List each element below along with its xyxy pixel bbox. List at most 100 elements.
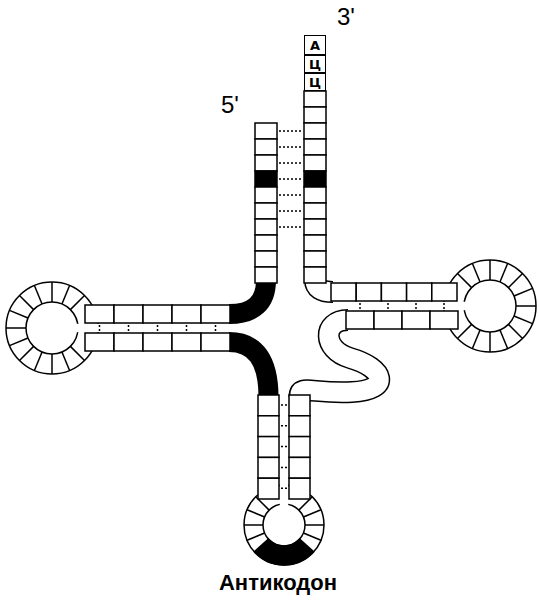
hydrogen-bond: [359, 303, 361, 309]
nucleotide-cell: [255, 155, 277, 171]
nucleotide-box: Ц: [304, 55, 326, 73]
loop-divider: [247, 533, 265, 540]
hydrogen-bond: [279, 162, 302, 164]
loop-divider: [244, 524, 263, 526]
nucleotide-cell: [255, 139, 277, 155]
nucleotide-cell: [304, 171, 326, 187]
loop-divider: [51, 282, 53, 302]
loop-divider: [283, 546, 285, 565]
nucleotide-cell: [346, 311, 374, 329]
loop-divider: [299, 540, 312, 553]
hydrogen-bond: [279, 210, 302, 212]
nucleotide-cell: [143, 333, 172, 351]
loop-divider: [457, 273, 471, 287]
nucleotide-cell: [304, 139, 326, 155]
nucleotide-cell: [289, 457, 310, 478]
nucleotide-cell: [258, 437, 279, 458]
loop-divider: [70, 346, 84, 360]
nucleotide-cell: [407, 283, 432, 301]
hydrogen-bond: [443, 303, 445, 309]
nucleotide-cell: [304, 91, 326, 107]
nucleotide-cell: [255, 171, 277, 187]
nucleotide-cell: [289, 437, 310, 458]
hydrogen-bond: [279, 146, 302, 148]
hydrogen-bond: [128, 325, 130, 331]
loop-divider: [34, 286, 42, 304]
loop-divider: [489, 260, 491, 280]
loop-opening: [440, 302, 466, 310]
loop-divider: [472, 264, 480, 282]
nucleotide-cell: [114, 305, 143, 323]
nucleotide-letter: Ц: [309, 76, 321, 89]
nucleotide-cell: [85, 333, 114, 351]
nucleotide-cell: [255, 123, 277, 139]
hydrogen-bond: [279, 178, 302, 180]
nucleotide-cell: [289, 478, 310, 499]
hydrogen-bond: [281, 467, 287, 469]
loop-divider: [514, 316, 532, 324]
nucleotide-band: [229, 342, 269, 397]
nucleotide-cell: [289, 416, 310, 437]
hydrogen-bond: [415, 303, 417, 309]
loop-divider: [457, 324, 471, 338]
nucleotide-cell: [172, 333, 201, 351]
nucleotide-band: [300, 320, 380, 397]
hydrogen-bond: [281, 487, 287, 489]
hydrogen-bond: [387, 303, 389, 309]
nucleotide-cell: [85, 305, 114, 323]
nucleotide-cell: [201, 305, 230, 323]
nucleotide-cell: [331, 283, 356, 301]
loop-divider: [500, 330, 508, 348]
nucleotide-box: А: [304, 35, 326, 55]
hydrogen-bond: [279, 194, 302, 196]
loop-divider: [10, 338, 28, 346]
nucleotide-box: Ц: [304, 73, 326, 91]
nucleotide-cell: [255, 219, 277, 235]
loop-divider: [6, 327, 26, 329]
loop-divider: [247, 510, 265, 517]
anticodon-arc: [254, 539, 313, 565]
nucleotide-band: [229, 280, 266, 314]
nucleotide-cell: [258, 416, 279, 437]
loop-divider: [516, 305, 536, 307]
loop-divider: [292, 544, 299, 562]
loop-divider: [303, 533, 321, 540]
nucleotide-cell: [374, 311, 402, 329]
nucleotide-cell: [304, 251, 326, 267]
nucleotide-cell: [304, 219, 326, 235]
nucleotide-cell: [255, 235, 277, 251]
nucleotide-band: [300, 320, 380, 397]
nucleotide-cell: [304, 187, 326, 203]
loop-divider: [34, 352, 42, 370]
loop-divider: [508, 273, 522, 287]
nucleotide-cell: [430, 311, 458, 329]
hydrogen-bond: [215, 325, 217, 331]
loop-divider: [256, 540, 269, 553]
hydrogen-bond: [279, 226, 302, 228]
nucleotide-cell: [356, 283, 381, 301]
nucleotide-cell: [255, 267, 277, 283]
end-label: 5': [221, 92, 239, 118]
nucleotide-cell: [172, 305, 201, 323]
nucleotide-cell: [255, 187, 277, 203]
nucleotide-cell: [289, 395, 310, 416]
hydrogen-bond: [157, 325, 159, 331]
nucleotide-cell: [402, 311, 430, 329]
loop-divider: [489, 332, 491, 352]
nucleotide-cell: [304, 123, 326, 139]
loop-divider: [62, 352, 70, 370]
nucleotide-cell: [304, 267, 326, 283]
loop-divider: [10, 310, 28, 318]
loop-divider: [303, 510, 321, 517]
hydrogen-bond: [281, 446, 287, 448]
hydrogen-bond: [279, 130, 302, 132]
nucleotide-cell: [201, 333, 230, 351]
loop-divider: [70, 295, 84, 309]
nucleotide-cell: [304, 107, 326, 123]
nucleotide-cell: [381, 283, 406, 301]
loop-divider: [472, 330, 480, 348]
hydrogen-bond: [281, 404, 287, 406]
nucleotide-cell: [304, 155, 326, 171]
end-label: 3': [337, 4, 355, 30]
